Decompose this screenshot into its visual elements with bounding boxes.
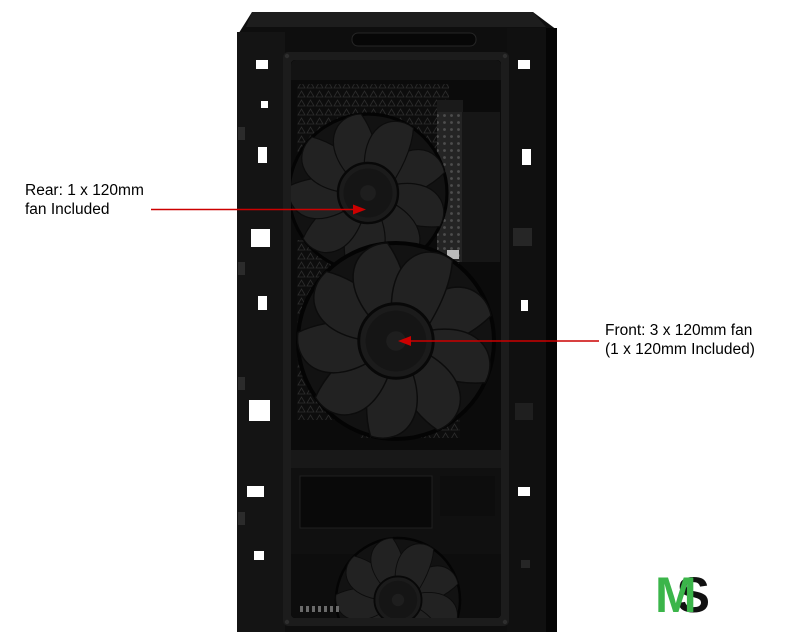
top-panel-recess <box>351 32 477 47</box>
case-rear-edge <box>546 28 557 632</box>
rear-fan-label: Rear: 1 x 120mm fan Included <box>25 182 144 218</box>
watermark-logo: MS <box>655 567 710 623</box>
logo-letter-s: S <box>676 567 710 623</box>
window-frame-screws <box>284 53 508 625</box>
case-interior <box>291 60 501 618</box>
slot-cover <box>447 250 459 259</box>
logo-letter-m: M <box>655 567 697 623</box>
front-edge-tabs <box>238 127 245 525</box>
front-panel-cutouts <box>247 60 270 560</box>
bottom-vent-dashes <box>300 606 339 612</box>
psu-shroud-top <box>291 450 501 468</box>
case-front-flange <box>237 32 285 632</box>
case-top-panel <box>246 12 546 27</box>
front-fan-label: Front: 3 x 120mm fan (1 x 120mm Included… <box>605 322 755 358</box>
rear-panel-cutouts <box>513 60 533 568</box>
drive-cage <box>299 475 433 529</box>
